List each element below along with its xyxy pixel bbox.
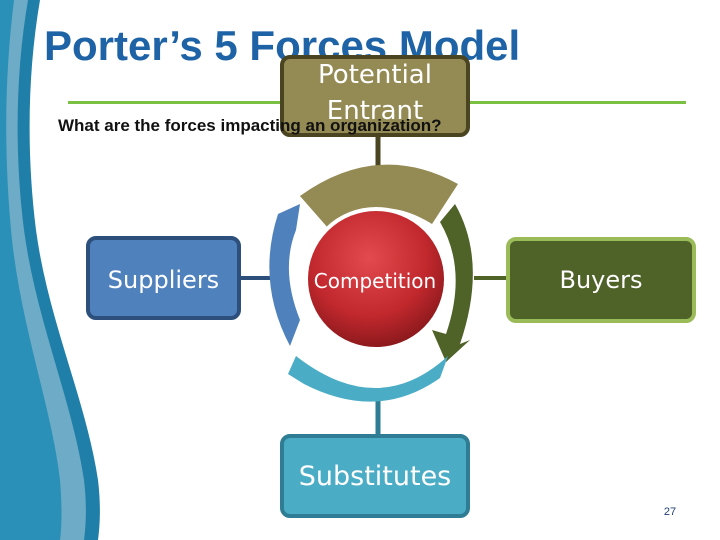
force-substitutes: Substitutes xyxy=(280,434,470,518)
competition-label: Competition xyxy=(313,269,437,293)
slide-subtitle: What are the forces impacting an organiz… xyxy=(58,116,442,135)
force-buyers: Buyers xyxy=(506,237,696,323)
force-potential-entrant-label: Potential Entrant xyxy=(318,60,432,126)
page-number: 27 xyxy=(663,506,677,518)
force-substitutes-label: Substitutes xyxy=(298,460,452,492)
competition-circle xyxy=(304,207,448,351)
ring-arc-buyers xyxy=(432,204,473,362)
force-suppliers: Suppliers xyxy=(86,236,241,320)
force-suppliers-label: Suppliers xyxy=(107,266,220,294)
force-potential-entrant: Potential Entrant xyxy=(280,55,470,137)
ring-arc-substitutes xyxy=(288,356,448,402)
force-buyers-label: Buyers xyxy=(559,266,643,294)
ring-arc-entrant-body xyxy=(300,164,458,228)
ring-arc-suppliers xyxy=(269,204,300,346)
